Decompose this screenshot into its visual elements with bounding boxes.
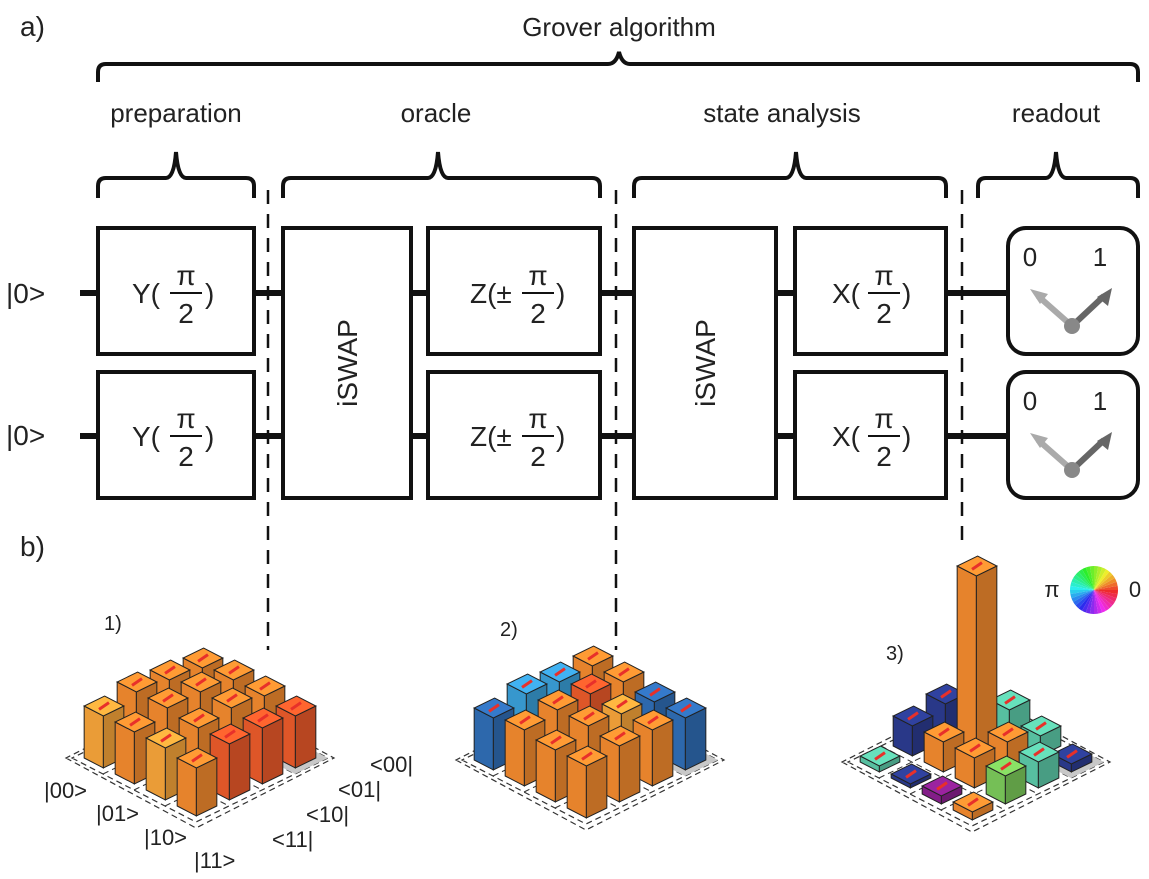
top-brace	[96, 51, 1140, 82]
stage-braces	[96, 151, 1140, 198]
bar-30	[566, 745, 608, 819]
bar-31	[985, 755, 1027, 805]
phase-colorwheel: π 0	[1044, 566, 1141, 614]
svg-text:π: π	[528, 260, 547, 291]
gate-iswap-2-label: iSWAP	[690, 319, 721, 407]
gate-iswap-1-box	[281, 226, 413, 500]
brace-state-analysis	[632, 151, 948, 198]
brace-oracle	[281, 151, 602, 198]
qubit-label-1: |0>	[6, 278, 45, 309]
meter-2-box	[1006, 370, 1140, 500]
ket-label-10: |10>	[144, 825, 187, 850]
plot-label-3: 3)	[886, 643, 904, 665]
stage-label-oracle: oracle	[401, 98, 472, 128]
bra-label-00: <00|	[370, 752, 413, 777]
diagram-title: Grover algorithm	[522, 12, 716, 42]
ket-label-11: |11>	[194, 848, 235, 873]
bar-30	[952, 791, 994, 821]
density-matrix-plot-3	[840, 555, 1112, 833]
gate-x-2-label: X( π 2 )	[832, 403, 911, 472]
svg-text:2: 2	[876, 441, 892, 472]
ket-label-00: |00>	[44, 778, 87, 803]
bar-12	[956, 555, 998, 757]
meter-2-zero: 0	[1023, 386, 1037, 416]
gate-y-2-label: Y( π 2 )	[132, 403, 214, 472]
stage-label-preparation: preparation	[110, 98, 242, 128]
svg-text:): )	[902, 421, 911, 452]
bar-10	[890, 763, 932, 789]
svg-text:π: π	[528, 403, 547, 434]
svg-text:X(: X(	[832, 421, 861, 452]
colorwheel-icon	[1070, 566, 1118, 614]
svg-text:2: 2	[876, 298, 892, 329]
bar-00	[859, 745, 901, 773]
svg-text:π: π	[176, 260, 195, 291]
gate-x-1-box	[793, 226, 948, 356]
ket-axis-labels: |00> |01> |10> |11>	[44, 778, 235, 873]
qubit-label-2: |0>	[6, 420, 45, 451]
meter-2: 0 1	[1023, 386, 1112, 478]
panel-label-a: a)	[20, 11, 45, 42]
svg-text:2: 2	[530, 298, 546, 329]
colorwheel-label-zero: 0	[1129, 577, 1141, 602]
svg-text:): )	[556, 421, 565, 452]
bra-axis-labels: <00| <01| <10| <11|	[272, 752, 413, 852]
gate-y-1-label: Y( π 2 )	[132, 260, 214, 329]
ket-label-01: |01>	[96, 801, 139, 826]
svg-text:2: 2	[530, 441, 546, 472]
bar-30	[176, 747, 218, 817]
density-matrix-plot-1	[64, 647, 336, 829]
svg-text:): )	[205, 421, 214, 452]
gate-z-2-label: Z(± π 2 )	[470, 403, 565, 472]
gate-y-1-box	[96, 226, 256, 356]
svg-text:Z(±: Z(±	[470, 421, 512, 452]
gate-z-1-box	[426, 226, 602, 356]
gate-z-2-box	[426, 370, 602, 500]
stage-label-state-analysis: state analysis	[703, 98, 861, 128]
density-matrix-plot-2	[454, 645, 726, 831]
meter-2-one: 1	[1093, 386, 1107, 416]
brace-preparation	[96, 151, 256, 198]
svg-text:): )	[902, 278, 911, 309]
bar-32	[1018, 741, 1060, 789]
svg-text:): )	[556, 278, 565, 309]
svg-text:X(: X(	[832, 278, 861, 309]
svg-text:2: 2	[178, 298, 194, 329]
brace-readout	[976, 151, 1140, 198]
bra-label-01: <01|	[338, 777, 381, 802]
svg-text:Z(±: Z(±	[470, 278, 512, 309]
plot-label-1: 1)	[104, 613, 122, 635]
bra-label-10: <10|	[306, 802, 349, 827]
bar-20	[921, 775, 963, 805]
meter-2-pivot-icon	[1064, 462, 1080, 478]
svg-text:Y(: Y(	[132, 421, 161, 452]
gate-x-1-label: X( π 2 )	[832, 260, 911, 329]
gates	[96, 226, 1140, 500]
bra-label-11: <11|	[272, 827, 313, 852]
meter-1-box	[1006, 226, 1140, 356]
gate-z-1-label: Z(± π 2 )	[470, 260, 565, 329]
meter-1: 0 1	[1023, 242, 1112, 334]
bar-20	[145, 727, 187, 801]
gate-iswap-2-box	[632, 226, 778, 500]
stage-separators	[266, 190, 964, 650]
plot-label-2: 2)	[500, 619, 518, 641]
meter-1-zero: 0	[1023, 242, 1037, 272]
svg-text:π: π	[176, 403, 195, 434]
svg-text:): )	[205, 278, 214, 309]
stage-label-readout: readout	[1012, 98, 1101, 128]
meter-1-one: 1	[1093, 242, 1107, 272]
colorwheel-label-pi: π	[1044, 577, 1059, 602]
gate-iswap-1-label: iSWAP	[332, 319, 363, 407]
panel-label-b: b)	[20, 531, 45, 562]
svg-text:π: π	[874, 260, 893, 291]
svg-text:2: 2	[178, 441, 194, 472]
meter-1-pivot-icon	[1064, 318, 1080, 334]
svg-text:Y(: Y(	[132, 278, 161, 309]
svg-text:π: π	[874, 403, 893, 434]
